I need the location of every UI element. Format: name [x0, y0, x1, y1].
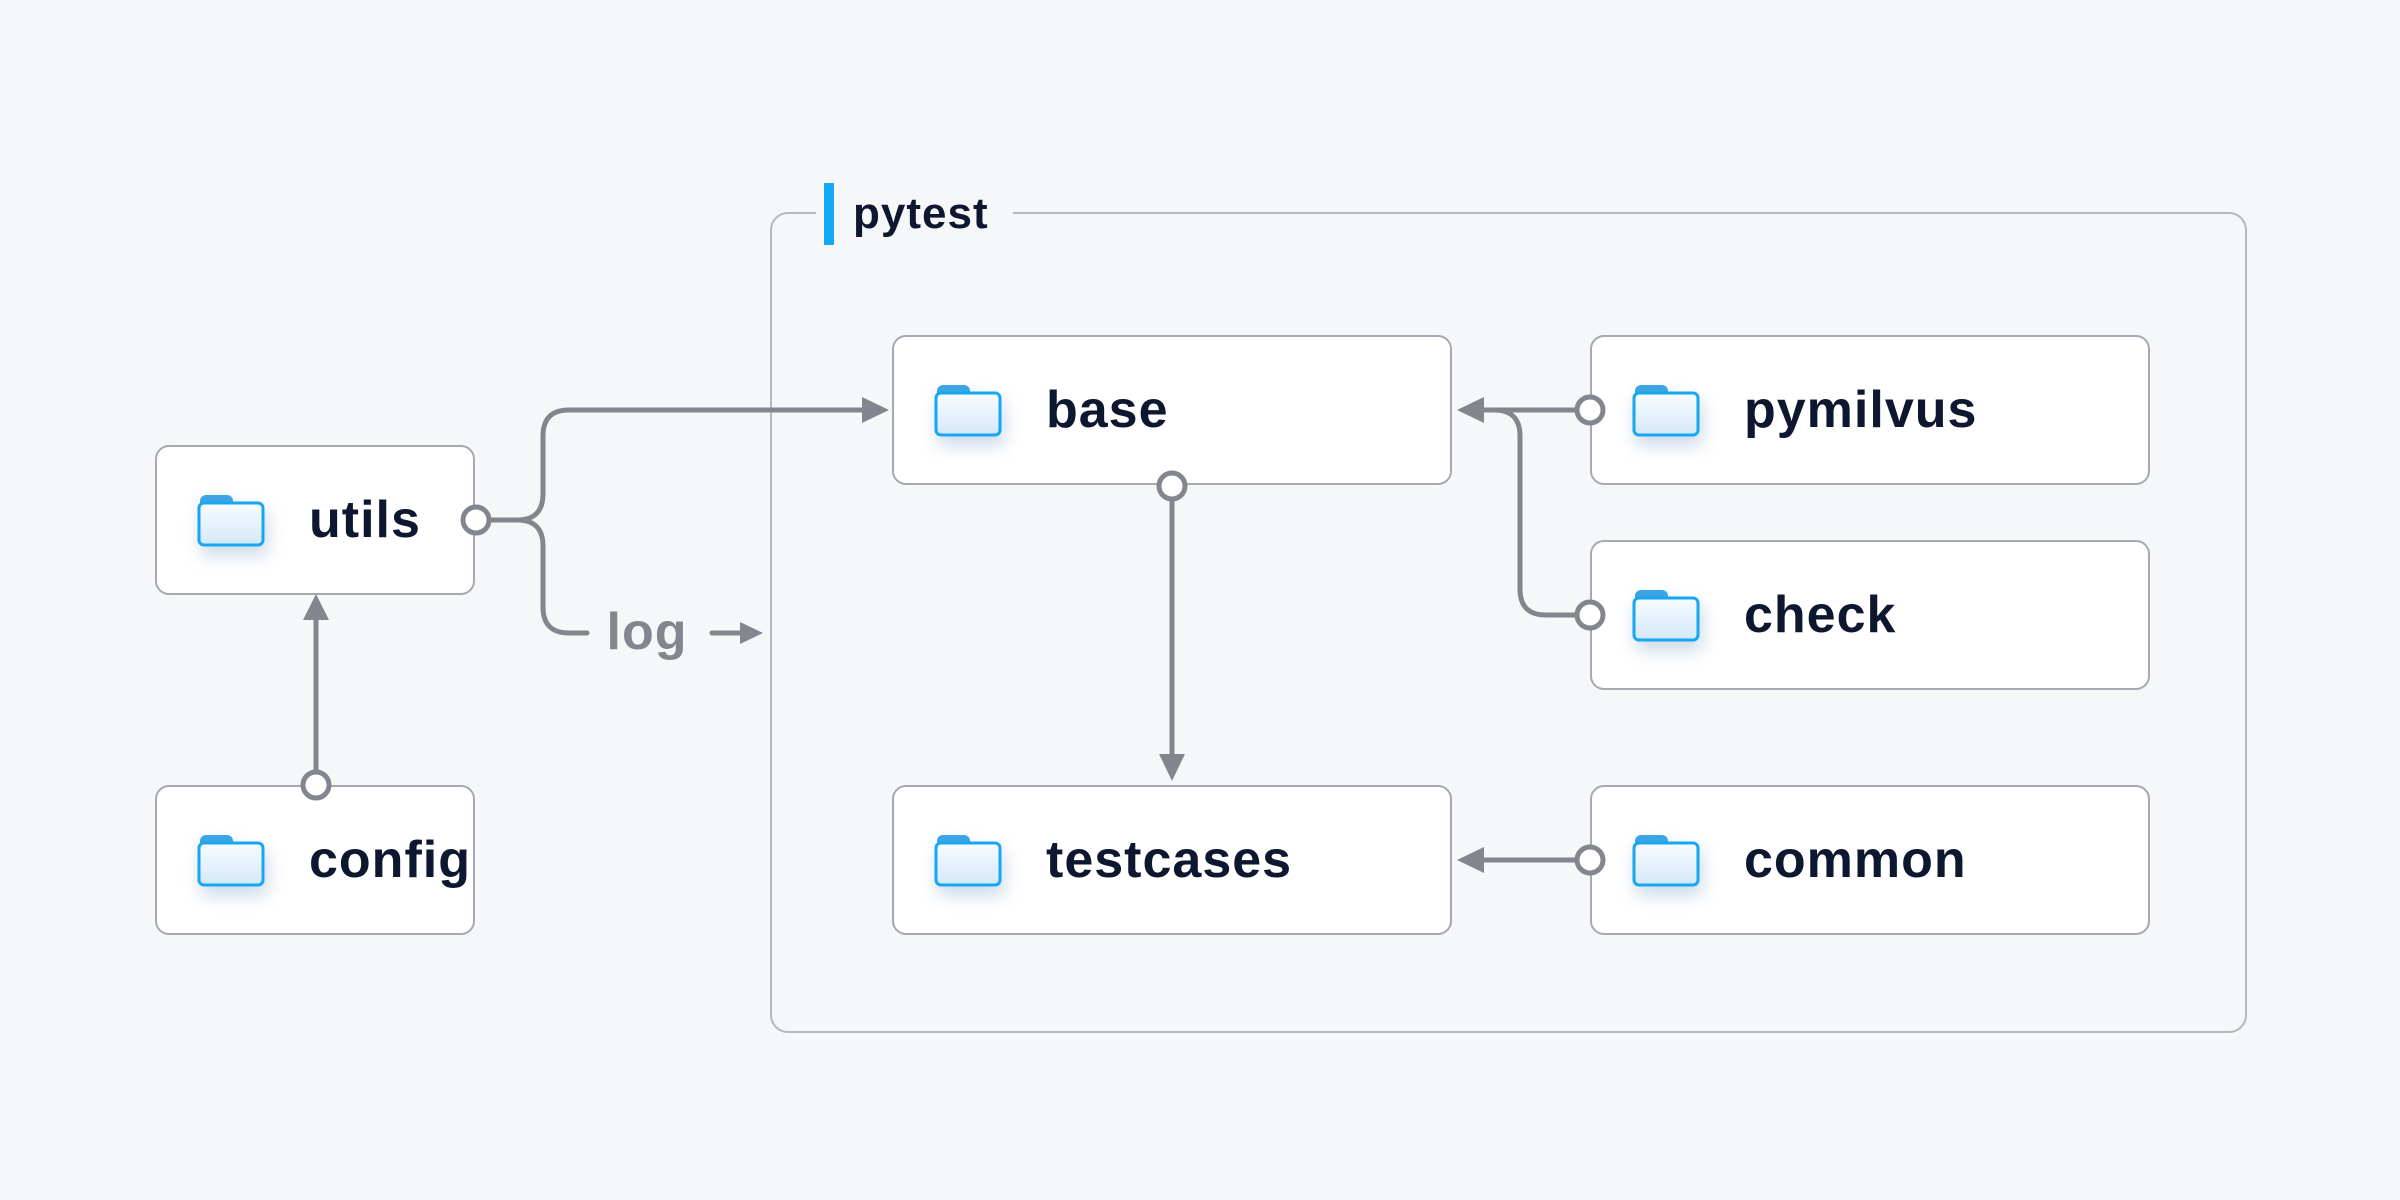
- group-title: pytest: [853, 189, 989, 238]
- edge-utils-to-log-line: [514, 517, 590, 636]
- edge-config-to-utils-arrowhead: [303, 594, 329, 620]
- folder-icon: [1632, 590, 1700, 642]
- pytest-group-container: [770, 212, 2247, 1033]
- edge-log-arrowhead: [740, 622, 763, 644]
- node-label: utils: [309, 491, 421, 549]
- node-base: base: [892, 335, 1452, 485]
- folder-icon: [934, 835, 1002, 887]
- node-testcases: testcases: [892, 785, 1452, 935]
- folder-icon: [197, 495, 265, 547]
- accent-bar: [824, 183, 834, 245]
- folder-icon: [197, 835, 265, 887]
- folder-icon: [1632, 835, 1700, 887]
- node-common: common: [1590, 785, 2150, 935]
- node-label: base: [1046, 381, 1169, 439]
- folder-icon: [1632, 385, 1700, 437]
- folder-icon: [934, 385, 1002, 437]
- node-label: testcases: [1046, 831, 1293, 889]
- node-config: config: [155, 785, 475, 935]
- pytest-group-label: pytest: [816, 182, 1013, 246]
- node-label: config: [309, 831, 471, 889]
- node-check: check: [1590, 540, 2150, 690]
- node-utils: utils: [155, 445, 475, 595]
- node-label: common: [1744, 831, 1967, 889]
- node-pymilvus: pymilvus: [1590, 335, 2150, 485]
- node-label: check: [1744, 586, 1897, 644]
- node-label: pymilvus: [1744, 381, 1978, 439]
- edge-label-log: log: [606, 603, 688, 661]
